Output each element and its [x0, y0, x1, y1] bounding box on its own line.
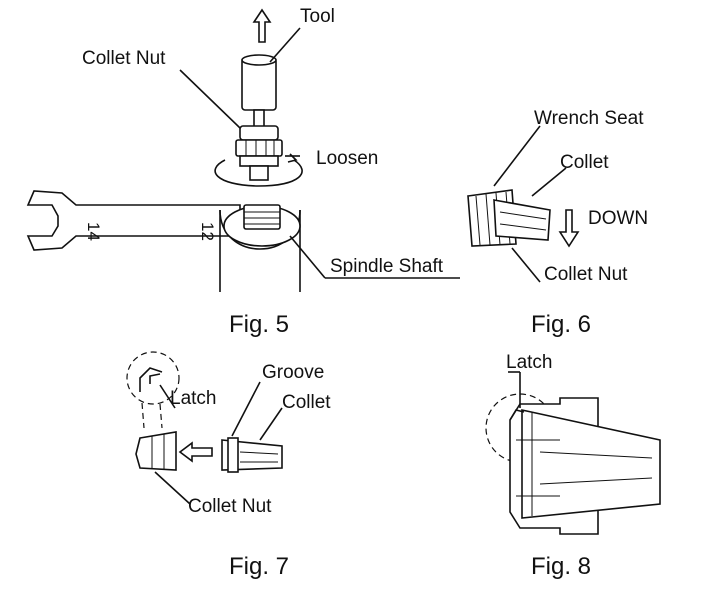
label-latch-fig7: Latch	[170, 388, 216, 409]
collet-nut-fig5	[235, 125, 283, 181]
fig7-caption: Fig. 7	[229, 553, 289, 580]
label-groove: Groove	[262, 362, 324, 383]
label-loosen: Loosen	[316, 148, 378, 169]
label-collet-fig6: Collet	[560, 152, 609, 173]
label-collet-nut-fig6: Collet Nut	[544, 264, 628, 285]
wrench-size-14: 14	[84, 222, 103, 241]
fig7-group: Groove Latch Collet Collet Nut Fig. 7	[126, 351, 331, 580]
fig5-caption: Fig. 5	[229, 311, 289, 338]
label-collet-nut-fig5: Collet Nut	[82, 48, 166, 69]
fig6-group: Wrench Seat Collet DOWN Collet Nut Fig. …	[467, 108, 648, 338]
wrench-size-12: 12	[198, 222, 217, 241]
label-spindle-shaft: Spindle Shaft	[330, 256, 444, 277]
label-latch-fig8: Latch	[506, 352, 552, 373]
label-down: DOWN	[588, 208, 648, 229]
down-arrow-icon	[558, 209, 580, 248]
up-arrow-icon	[252, 8, 272, 43]
rotation-arc-icon	[214, 159, 303, 187]
fig8-group: Latch Fig. 8	[485, 352, 661, 580]
spindle-head	[219, 204, 301, 292]
left-arrow-icon	[178, 441, 213, 463]
wrench: 14 12	[26, 190, 241, 251]
fig5-group: 14 12 Tool Collet Nut Loosen Spindle Sha…	[26, 6, 460, 338]
fig8-caption: Fig. 8	[531, 553, 591, 580]
label-collet-fig7: Collet	[282, 392, 331, 413]
label-tool: Tool	[300, 6, 335, 27]
label-collet-nut-fig7: Collet Nut	[188, 496, 272, 517]
fig6-caption: Fig. 6	[531, 311, 591, 338]
label-wrench-seat: Wrench Seat	[534, 108, 644, 129]
